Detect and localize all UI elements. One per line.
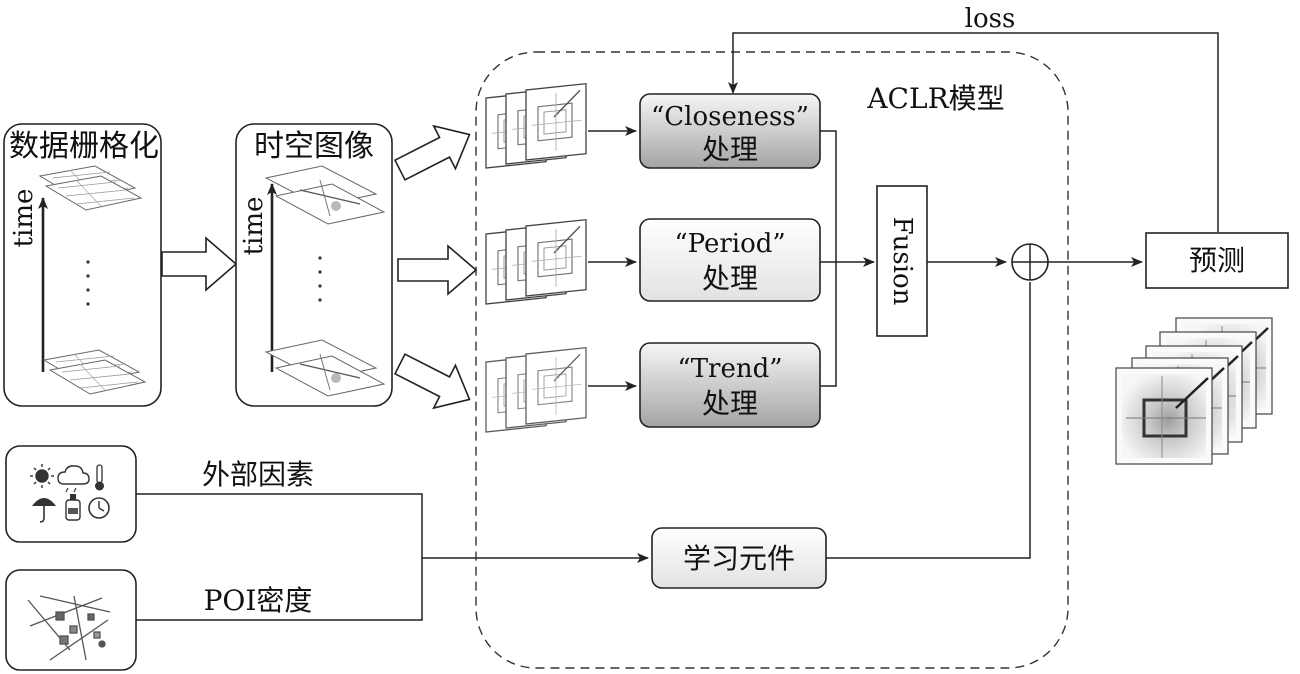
aclr-model-region [475,51,1069,669]
loss-feedback-line [728,32,1219,232]
hollow-arrow-closeness [393,124,471,181]
fusion-box [876,185,928,337]
spatiotemporal-layers-top [264,165,386,225]
closeness-line2: 处理 [702,133,758,166]
external-label: 外部因素 [202,458,314,491]
learn-to-sum-line [826,282,1031,559]
poi-panel [5,569,137,671]
cloud-icon [57,465,90,493]
closeness-tile-stack [485,82,587,169]
hollow-arrow-trend [393,353,471,410]
sun-icon [30,464,54,488]
gridding-ellipsis [86,260,90,306]
branch-bracket [820,130,837,387]
period-line2: 处理 [702,262,758,295]
trend-line2: 处理 [702,387,758,420]
period-line1: “Period” [674,229,785,259]
predict-box [1145,232,1289,289]
trend-line1: “Trend” [677,354,782,384]
fusion-label: Fusion [887,217,917,306]
external-line [136,493,423,558]
plus-circle-icon [1011,243,1049,281]
learn-label: 学习元件 [683,542,795,575]
gridding-title: 数据栅格化 [9,129,159,164]
thermometer-icon [95,464,104,491]
closeness-line1: “Closeness” [651,102,809,132]
period-tile-stack [485,218,587,305]
trend-box [639,342,821,428]
hollow-arrow-1 [161,236,238,292]
spatiotemporal-time-label: time [239,197,269,256]
spatiotemporal-ellipsis [318,256,322,302]
heatmap-icon [1114,316,1274,466]
poi-label: POI密度 [204,584,313,617]
umbrella-icon [32,498,56,523]
hollow-arrow-period [397,244,478,296]
map-icon [27,595,111,661]
spatiotemporal-title: 时空图像 [254,129,374,164]
loss-label: loss [965,4,1016,34]
bottle-icon [65,494,81,521]
spatiotemporal-layers-bottom [264,339,386,397]
period-box [639,218,821,302]
model-label: ACLR模型 [866,82,1004,115]
clock-icon [88,497,110,519]
predict-label: 预测 [1189,244,1245,277]
gridding-time-label: time [9,189,39,248]
poi-line [136,558,423,621]
trend-tile-stack [485,346,587,433]
